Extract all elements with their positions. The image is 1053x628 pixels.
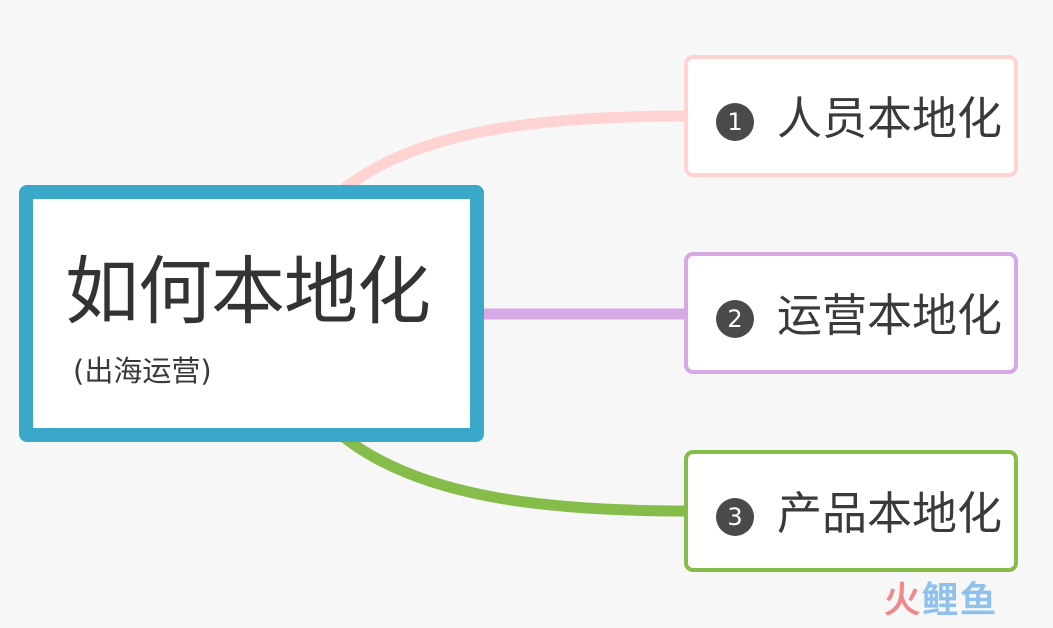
root-subtitle: (出海运营) [73,354,212,388]
connector-branch-3 [341,433,689,517]
watermark-char-3: 鱼 [960,580,999,621]
root-title: 如何本地化 [65,249,431,335]
watermark-char-1: 火 [884,580,923,621]
branch-node-1[interactable]: 1 人员本地化 [684,55,1018,177]
branch-node-2[interactable]: 2 运营本地化 [684,252,1018,374]
watermark-logo: 火鲤鱼 [884,583,998,619]
number-badge-3: 3 [716,498,754,536]
branch-node-3[interactable]: 3 产品本地化 [684,450,1018,572]
connector-branch-1 [341,110,689,193]
root-node[interactable]: 如何本地化 (出海运营) [19,185,484,442]
number-badge-2: 2 [716,300,754,338]
watermark-char-2: 鲤 [922,580,961,621]
branch-label-1: 人员本地化 [777,92,1003,145]
branch-label-2: 运营本地化 [777,289,1003,342]
number-badge-1: 1 [716,103,754,141]
branch-label-3: 产品本地化 [777,487,1003,540]
